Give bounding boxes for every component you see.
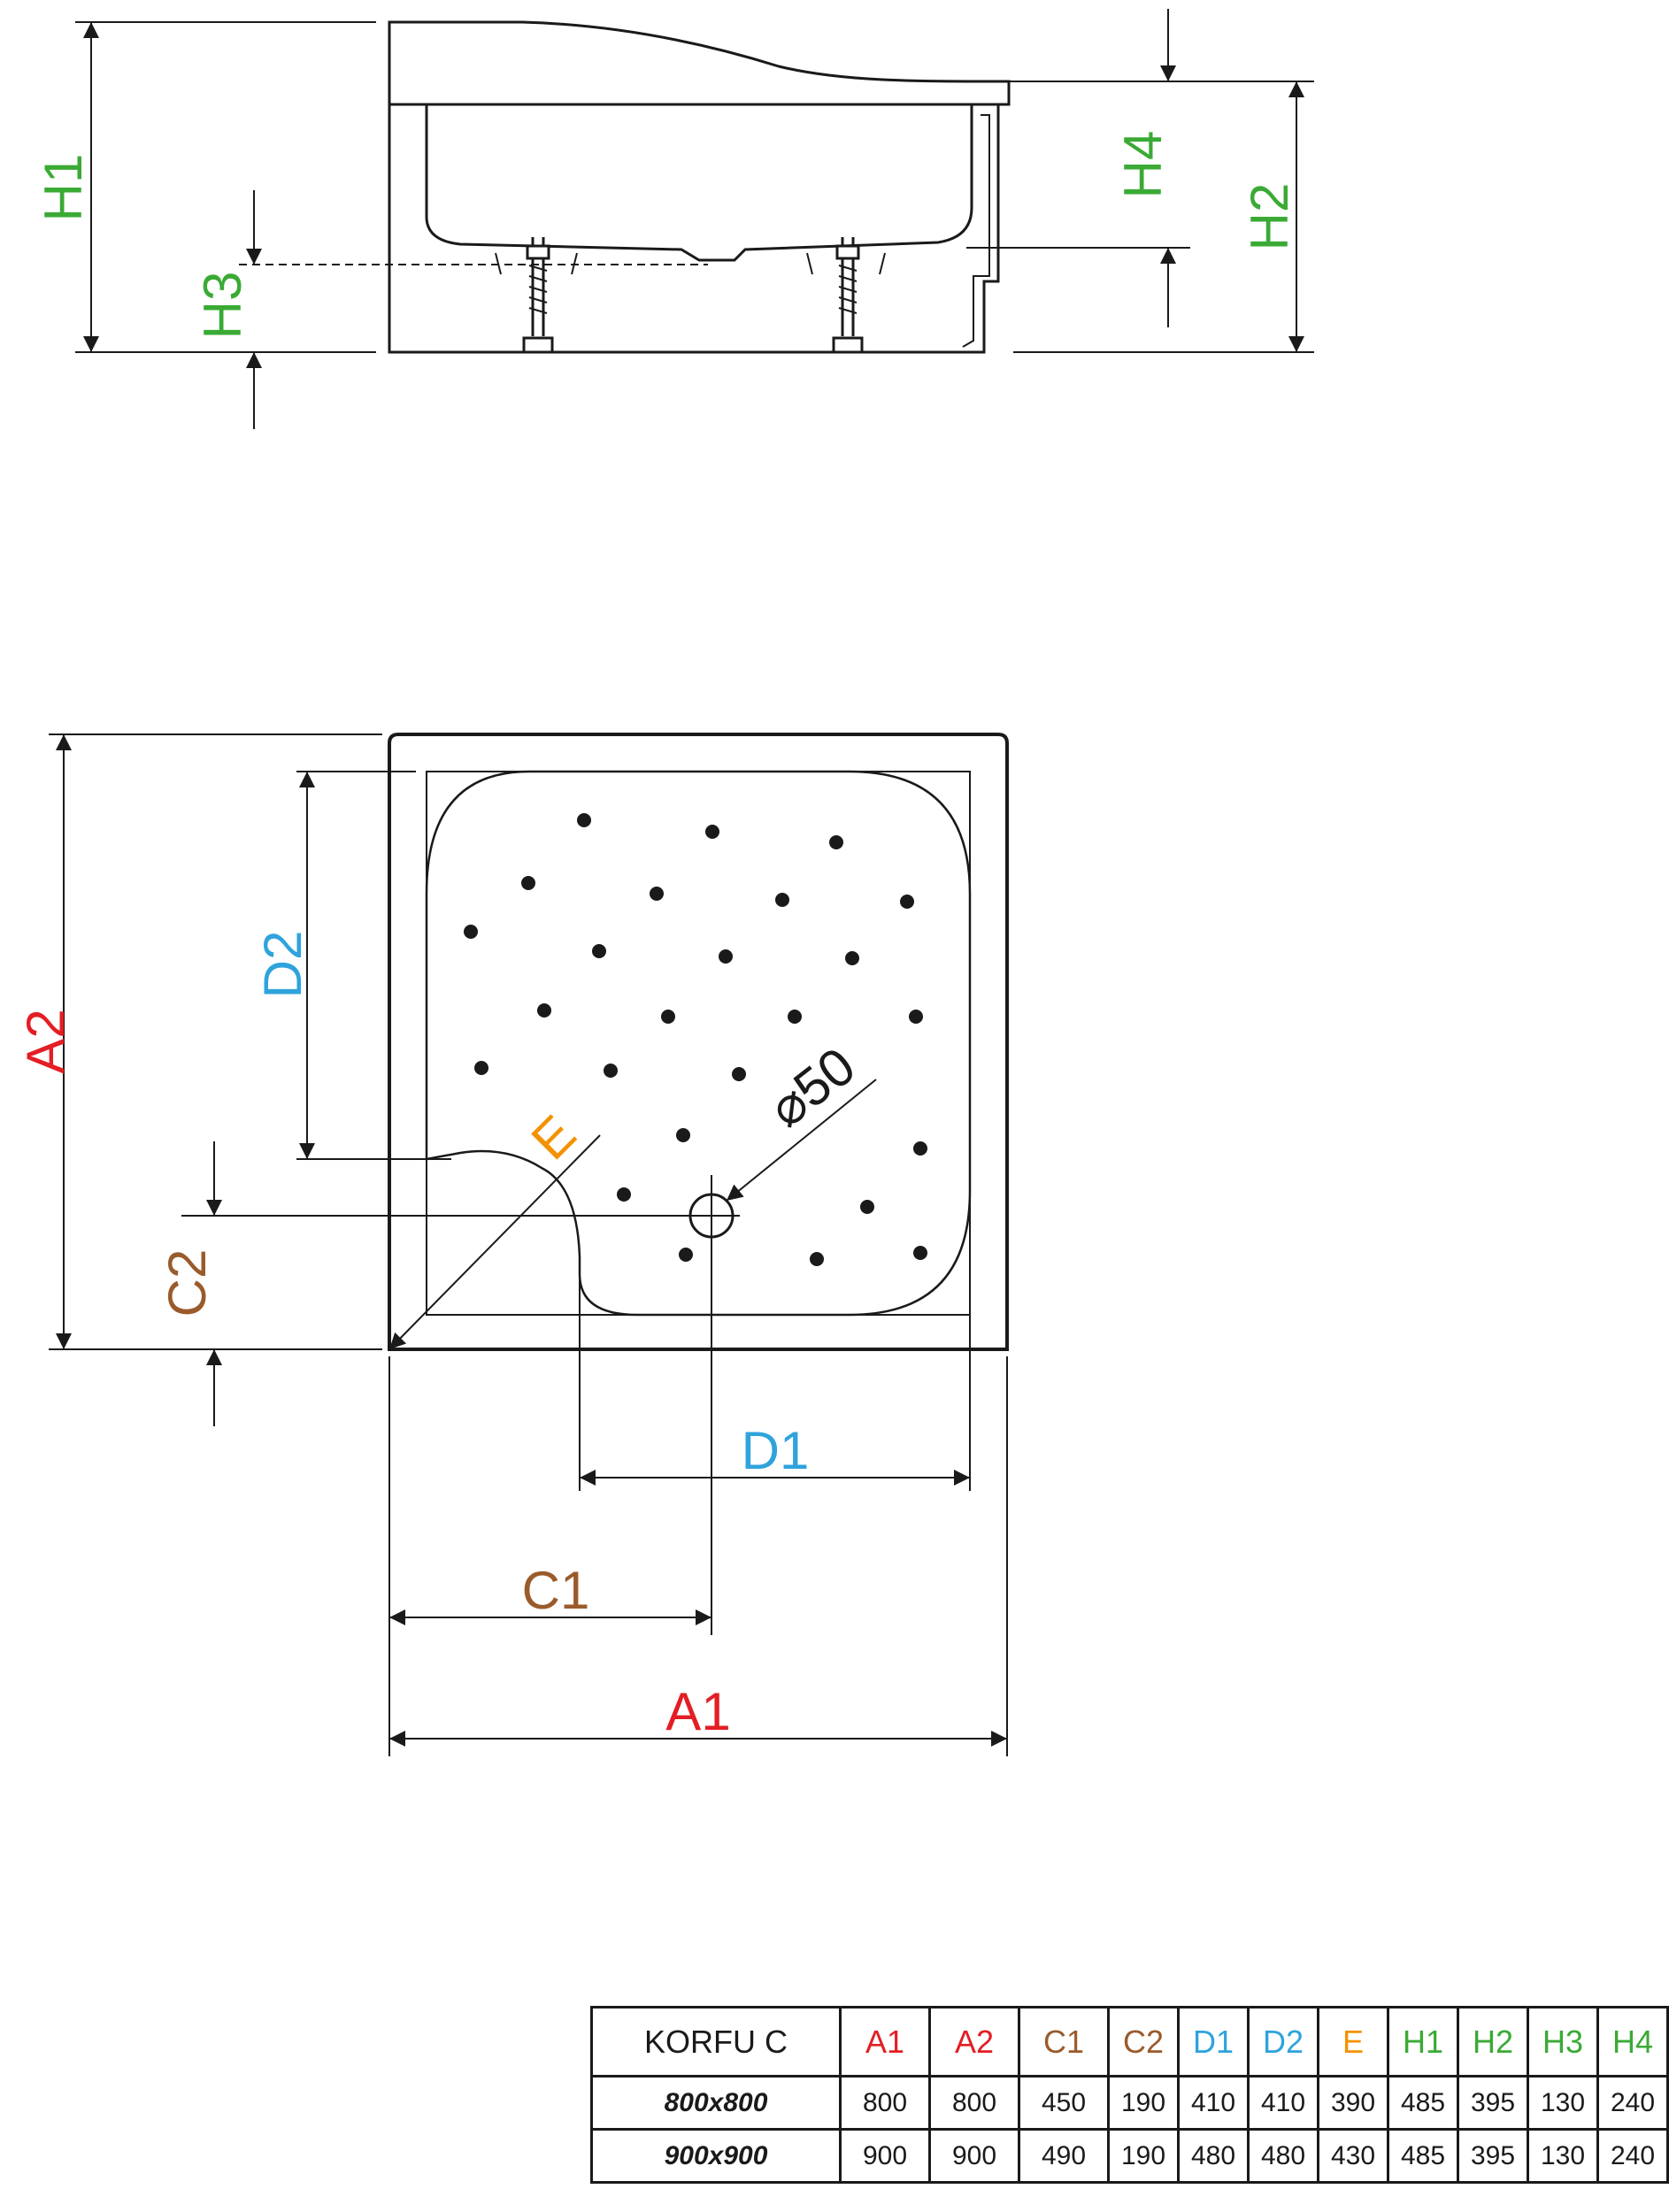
drain-dot: [810, 1252, 824, 1266]
drain-dot: [829, 835, 843, 849]
cell-a2: 800: [928, 2075, 1020, 2131]
table-row: 800x800 800 800 450 190 410 410 390 485 …: [590, 2075, 1669, 2131]
drain-dot: [592, 944, 606, 958]
label-drain-diameter: ⌀50: [758, 1036, 865, 1139]
header-h1: H1: [1387, 2006, 1459, 2078]
table-row: 900x900 900 900 490 190 480 480 430 485 …: [590, 2128, 1669, 2184]
drain-dot: [661, 1010, 675, 1024]
cell-h3: 130: [1527, 2075, 1599, 2131]
model-size: 900x900: [590, 2128, 842, 2184]
drain-dot: [577, 813, 591, 827]
header-a2: A2: [928, 2006, 1020, 2078]
label-h2: H2: [1240, 183, 1299, 251]
adjustable-leg-left: [495, 237, 578, 354]
tray-basin: [425, 104, 973, 262]
cell-a1: 800: [839, 2075, 931, 2131]
drain-dot: [900, 895, 914, 909]
header-h2: H2: [1457, 2006, 1529, 2078]
cell-h4: 240: [1596, 2128, 1669, 2184]
drain-dot: [732, 1067, 746, 1081]
label-d2: D2: [253, 931, 312, 999]
header-c1: C1: [1018, 2006, 1110, 2078]
cell-c1: 450: [1018, 2075, 1110, 2131]
drain-dot: [464, 925, 478, 939]
basin-outline: [425, 770, 972, 1317]
drain-dot: [719, 949, 733, 964]
label-h4: H4: [1113, 131, 1173, 199]
header-d1: D1: [1177, 2006, 1250, 2078]
drain-dot: [845, 951, 859, 965]
label-c2: C2: [158, 1249, 217, 1317]
cell-h4: 240: [1596, 2075, 1669, 2131]
drain-dot: [676, 1128, 690, 1142]
drain-dot: [860, 1200, 874, 1214]
top-view-dimensions: A2 D2 C2 E ⌀50 D1 C1 A1: [16, 733, 1008, 1756]
drain-dot: [775, 893, 789, 907]
drain-dot: [913, 1246, 927, 1260]
cell-h1: 485: [1387, 2128, 1459, 2184]
cell-h3: 130: [1527, 2128, 1599, 2184]
cell-c2: 190: [1107, 2075, 1180, 2131]
cell-d2: 410: [1247, 2075, 1319, 2131]
drain-dot: [909, 1010, 923, 1024]
drainage-pattern: [464, 813, 927, 1266]
label-h3: H3: [193, 272, 252, 340]
cell-e: 430: [1317, 2128, 1389, 2184]
cell-h2: 395: [1457, 2128, 1529, 2184]
adjustable-leg-right: [806, 237, 886, 354]
top-view: [388, 733, 1009, 1351]
cell-c2: 190: [1107, 2128, 1180, 2184]
label-a1: A1: [665, 1682, 730, 1741]
cell-a2: 900: [928, 2128, 1020, 2184]
tray-outline: [388, 733, 1009, 1351]
model-size: 800x800: [590, 2075, 842, 2131]
drain-dot: [521, 876, 535, 890]
side-panel-outline: [388, 20, 1011, 354]
cell-h2: 395: [1457, 2075, 1529, 2131]
table-header-row: KORFU C A1 A2 C1 C2 D1 D2 E H1 H2 H3 H4: [590, 2006, 1669, 2078]
header-d2: D2: [1247, 2006, 1319, 2078]
technical-drawing: H1 H3 H4 H2 A2: [16, 9, 1314, 1756]
drain-dot: [474, 1061, 488, 1075]
label-a2: A2: [16, 1009, 75, 1073]
drain-dot: [913, 1141, 927, 1156]
header-e: E: [1317, 2006, 1389, 2078]
header-h3: H3: [1527, 2006, 1599, 2078]
header-c2: C2: [1107, 2006, 1180, 2078]
label-d1: D1: [742, 1421, 810, 1480]
drain-dot: [650, 887, 664, 901]
cell-h1: 485: [1387, 2075, 1459, 2131]
cell-d1: 410: [1177, 2075, 1250, 2131]
cell-c1: 490: [1018, 2128, 1110, 2184]
label-h1: H1: [34, 154, 93, 222]
drain-dot: [604, 1064, 618, 1078]
cell-d1: 480: [1177, 2128, 1250, 2184]
header-h4: H4: [1596, 2006, 1669, 2078]
model-title: KORFU C: [590, 2006, 842, 2078]
drain-dot: [537, 1003, 551, 1018]
header-a1: A1: [839, 2006, 931, 2078]
drain-dot: [679, 1248, 693, 1262]
label-c1: C1: [522, 1561, 590, 1620]
side-view: H1 H3 H4 H2: [34, 9, 1314, 429]
cell-e: 390: [1317, 2075, 1389, 2131]
drain-dot: [617, 1187, 631, 1202]
dimensions-table: KORFU C A1 A2 C1 C2 D1 D2 E H1 H2 H3 H4 …: [590, 2006, 1669, 2184]
cell-d2: 480: [1247, 2128, 1319, 2184]
drain-dot: [705, 825, 719, 839]
drain-dot: [788, 1010, 802, 1024]
cell-a1: 900: [839, 2128, 931, 2184]
